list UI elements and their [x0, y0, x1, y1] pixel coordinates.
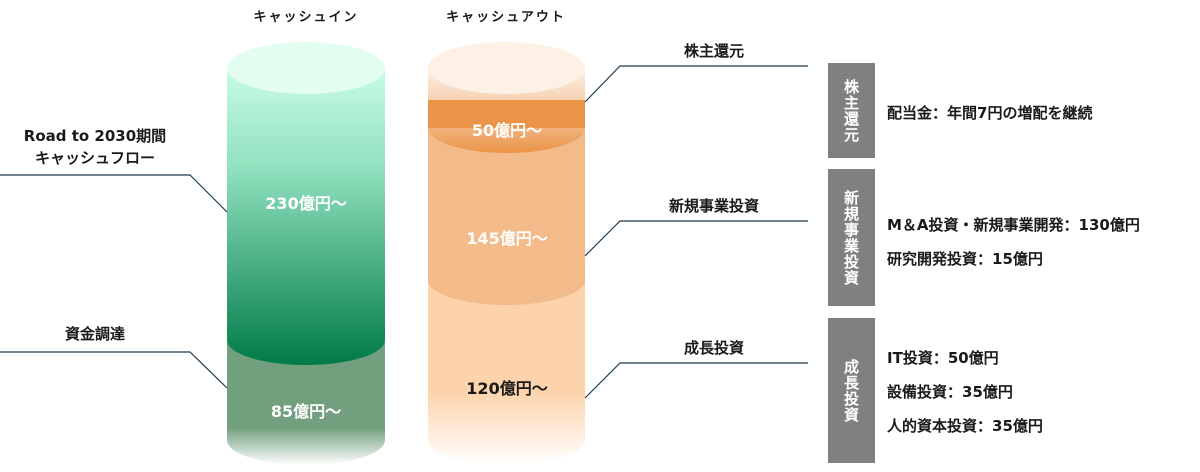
details-shareholder: 配当金：年間7円の増配を継続	[887, 96, 1092, 130]
category-box-new-business: 新規事業投資	[828, 169, 875, 306]
callout-lines	[0, 65, 808, 399]
detail-item: 研究開発投資：15億円	[887, 250, 1043, 268]
value-cashflow: 230億円～	[265, 194, 347, 213]
cylinder-top	[227, 42, 385, 94]
callout-cashflow-line1: Road to 2030期間	[23, 127, 167, 145]
heading-cash-out: キャッシュアウト	[446, 10, 566, 25]
callout-shareholder: 株主還元	[683, 42, 744, 60]
category-box-growth: 成長投資	[828, 318, 875, 463]
cylinder-top	[428, 42, 585, 94]
details-growth: IT投資：50億円 設備投資：35億円 人的資本投資：35億円	[887, 341, 1043, 443]
detail-item: 設備投資：35億円	[887, 383, 1013, 401]
cash-in-cylinder	[227, 42, 385, 465]
cash-out-cylinder	[428, 42, 585, 465]
detail-item: 人的資本投資：35億円	[887, 417, 1043, 435]
segment-growth	[428, 280, 585, 465]
detail-item: M＆A投資・新規事業開発：130億円	[887, 216, 1140, 234]
value-new-business: 145億円～	[466, 229, 548, 248]
callout-cashflow-line2: キャッシュフロー	[34, 149, 155, 167]
value-financing: 85億円～	[270, 402, 342, 421]
heading-cash-in: キャッシュイン	[253, 10, 359, 25]
segment-cashflow	[227, 68, 385, 365]
segment-new-business	[428, 128, 585, 305]
value-growth: 120億円～	[466, 379, 548, 398]
detail-item: IT投資：50億円	[887, 349, 999, 367]
category-box-shareholder: 株主還元	[828, 63, 875, 158]
callout-cashflow: Road to 2030期間 キャッシュフロー	[0, 125, 190, 169]
callout-financing: 資金調達	[64, 325, 125, 343]
callout-growth: 成長投資	[683, 339, 744, 357]
segment-financing	[227, 340, 385, 465]
detail-item: 配当金：年間7円の増配を継続	[887, 104, 1093, 122]
value-shareholder: 50億円～	[471, 121, 543, 140]
details-new-business: M＆A投資・新規事業開発：130億円 研究開発投資：15億円	[887, 208, 1140, 276]
callout-new-business: 新規事業投資	[668, 197, 759, 215]
